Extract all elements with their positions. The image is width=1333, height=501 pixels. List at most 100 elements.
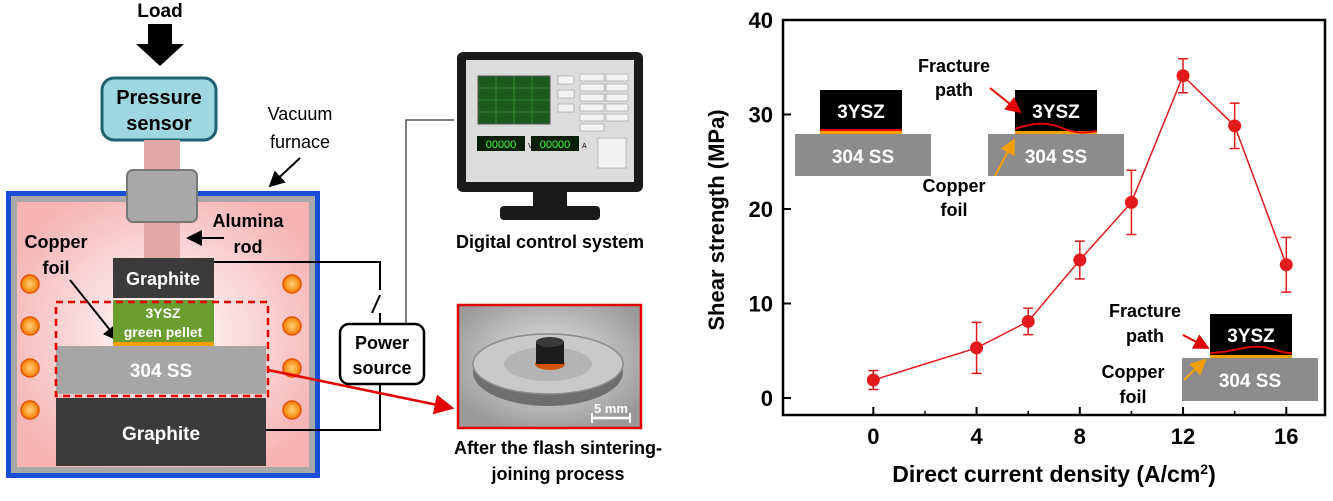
y-tick-label: 40 (749, 8, 773, 33)
wire-top (214, 261, 381, 290)
wire-monitor (405, 119, 454, 324)
inset-3-ysz (1210, 314, 1292, 355)
monitor-readout-a-unit: A (582, 143, 587, 150)
x-tick-label: 16 (1274, 424, 1298, 449)
inset-2-ysz-label: 3YSZ (1032, 102, 1080, 123)
steel-block (56, 346, 266, 394)
heater-right-1 (282, 274, 302, 294)
inset-3-copper-line2: foil (1120, 387, 1147, 407)
pellet-line2: green pellet (124, 324, 203, 340)
monitor-buttons (557, 73, 629, 169)
y-tick-label: 10 (749, 291, 773, 316)
copper-foil-layer (113, 342, 214, 346)
furnace-pointer-arrow (268, 157, 301, 188)
heater-right-3 (282, 358, 302, 378)
series-red (866, 57, 1293, 391)
steel-label: 304 SS (130, 361, 192, 382)
vacuum-furnace-line2: furnace (270, 132, 330, 152)
inset-1-ss-label: 304 SS (832, 147, 894, 168)
series-line (873, 74, 1287, 381)
heater-elements (20, 274, 302, 420)
inset-fracture-arrow (989, 87, 1022, 114)
wire-bottom (266, 384, 381, 431)
inset-copper-line2: foil (941, 200, 968, 220)
x-tick-label: 8 (1074, 424, 1086, 449)
inset-3-fracture-line2: path (1126, 326, 1164, 346)
data-point (1124, 195, 1138, 209)
inset-fracture-line2: path (935, 80, 973, 100)
vacuum-furnace-line1: Vacuum (268, 104, 333, 124)
heater-left-3 (20, 358, 40, 378)
power-source-box (338, 322, 426, 386)
photo-caption-line1: After the flash sintering- (454, 438, 662, 458)
pressure-sensor-line1: Pressure (116, 87, 202, 109)
monitor-icon: 00000 V 00000 A (457, 52, 643, 220)
inset-3-copper-arrow (1183, 358, 1207, 381)
power-source-line1: Power (355, 333, 409, 353)
graphite-bottom-label: Graphite (122, 424, 200, 445)
graphite-bottom-block (56, 398, 266, 466)
data-point (1176, 69, 1190, 83)
monitor-readout-v-unit: V (528, 143, 533, 150)
scale-bar-label: 5 mm (594, 401, 628, 416)
data-point (970, 341, 984, 355)
inset-2-ss-label: 304 SS (1025, 147, 1087, 168)
inset-3-ss-label: 304 SS (1219, 371, 1281, 392)
data-point (1073, 253, 1087, 267)
inset-3-fracture (1209, 345, 1293, 354)
y-axis-label: Shear strength (MPa) (704, 109, 729, 330)
copper-foil-line2: foil (43, 258, 70, 278)
heater-left-1 (20, 274, 40, 294)
inset-copper-line1: Copper (923, 176, 986, 196)
monitor-readout-a (531, 136, 579, 151)
photo-pellet-top (536, 337, 564, 347)
data-point (866, 373, 880, 387)
power-source-line2: source (352, 358, 411, 378)
x-tick-label: 4 (970, 424, 983, 449)
plot-frame (781, 18, 1327, 417)
y-tick-label: 20 (749, 197, 773, 222)
pressure-sensor-line2: sensor (126, 113, 192, 135)
monitor-graph-grid (478, 76, 550, 124)
monitor-readout-a-value: 00000 (540, 139, 571, 151)
region-to-photo-arrow (267, 368, 455, 415)
y-tick-label: 30 (749, 102, 773, 127)
alumina-rod-line2: rod (234, 237, 263, 257)
graphite-top-block (113, 258, 214, 298)
inset-1-ss (795, 134, 931, 176)
x-axis-label: Direct current density (A/cm2) (892, 461, 1216, 487)
schematic-panel: Load Pressure sensor Vacuum furnace Alum… (6, 1, 662, 484)
control-system-label: Digital control system (456, 232, 644, 252)
inset-3: 304 SS 3YSZ Fracture path Copper foil (1102, 301, 1318, 407)
inset-1-fracture (820, 129, 902, 131)
inset-3-copper (1210, 355, 1292, 358)
y-axis-ticks: 0 10 20 30 40 (749, 8, 791, 411)
inset-copper-arrow (994, 138, 1015, 177)
copper-foil-line1: Copper (25, 232, 88, 252)
heater-right-2 (282, 316, 302, 336)
monitor-neck (533, 192, 567, 206)
sample-photo (472, 333, 624, 406)
data-point (1021, 314, 1035, 328)
inset-3-fracture-arrow (1182, 334, 1210, 349)
switch-blade (371, 294, 381, 314)
photo-pellet (536, 342, 564, 364)
load-label: Load (137, 1, 182, 22)
x-tick-label: 0 (867, 424, 879, 449)
heater-left-4 (20, 400, 40, 420)
photo-caption-line2: joining process (490, 464, 624, 484)
inset-2-fracture (1014, 122, 1098, 134)
graphite-top-label: Graphite (126, 269, 200, 289)
y-tick-label: 0 (761, 386, 773, 411)
inset-3-ysz-label: 3YSZ (1227, 326, 1275, 347)
inset-1-ysz (820, 90, 902, 131)
copper-pointer-arrow (69, 279, 120, 342)
heater-right-4 (282, 400, 302, 420)
load-arrow-icon (136, 24, 184, 66)
inset-fracture-line1: Fracture (918, 56, 990, 76)
data-point (1279, 258, 1293, 272)
monitor-readout-v-value: 00000 (486, 139, 517, 151)
inset-3-fracture-line1: Fracture (1109, 301, 1181, 321)
data-point (1228, 119, 1242, 133)
